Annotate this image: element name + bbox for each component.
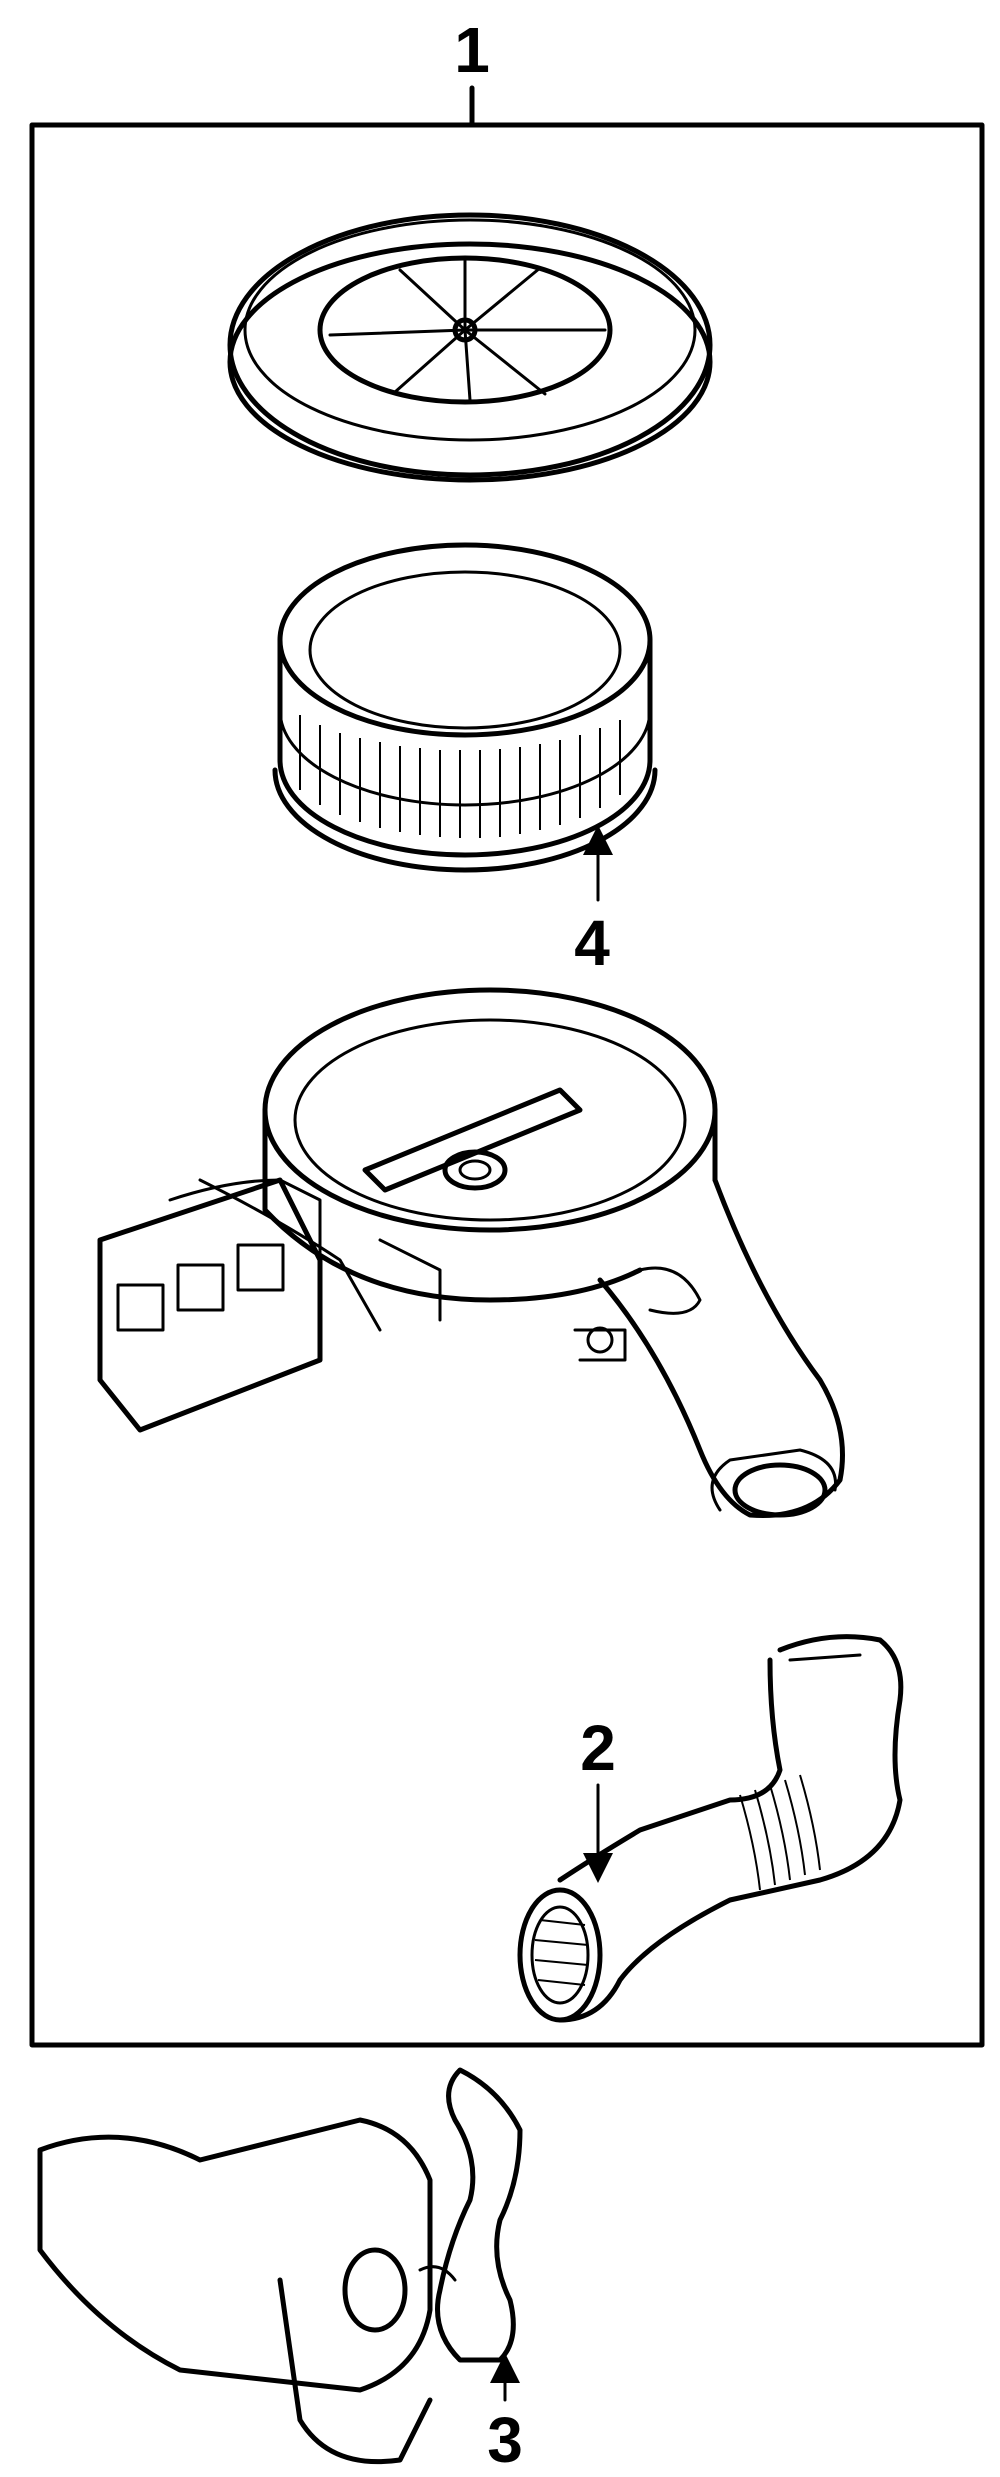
engine-hose-detail (37, 2067, 523, 2465)
air-inlet-duct (517, 1634, 904, 2023)
callout-3: 3 (487, 2404, 523, 2476)
air-cleaner-lid (227, 212, 713, 483)
callout-4: 4 (574, 907, 610, 979)
air-cleaner-housing (97, 987, 845, 1519)
callout-1: 1 (454, 14, 490, 86)
air-filter-element (272, 542, 658, 873)
assembly-frame (29, 122, 985, 2048)
callout-2: 2 (580, 1712, 616, 1784)
